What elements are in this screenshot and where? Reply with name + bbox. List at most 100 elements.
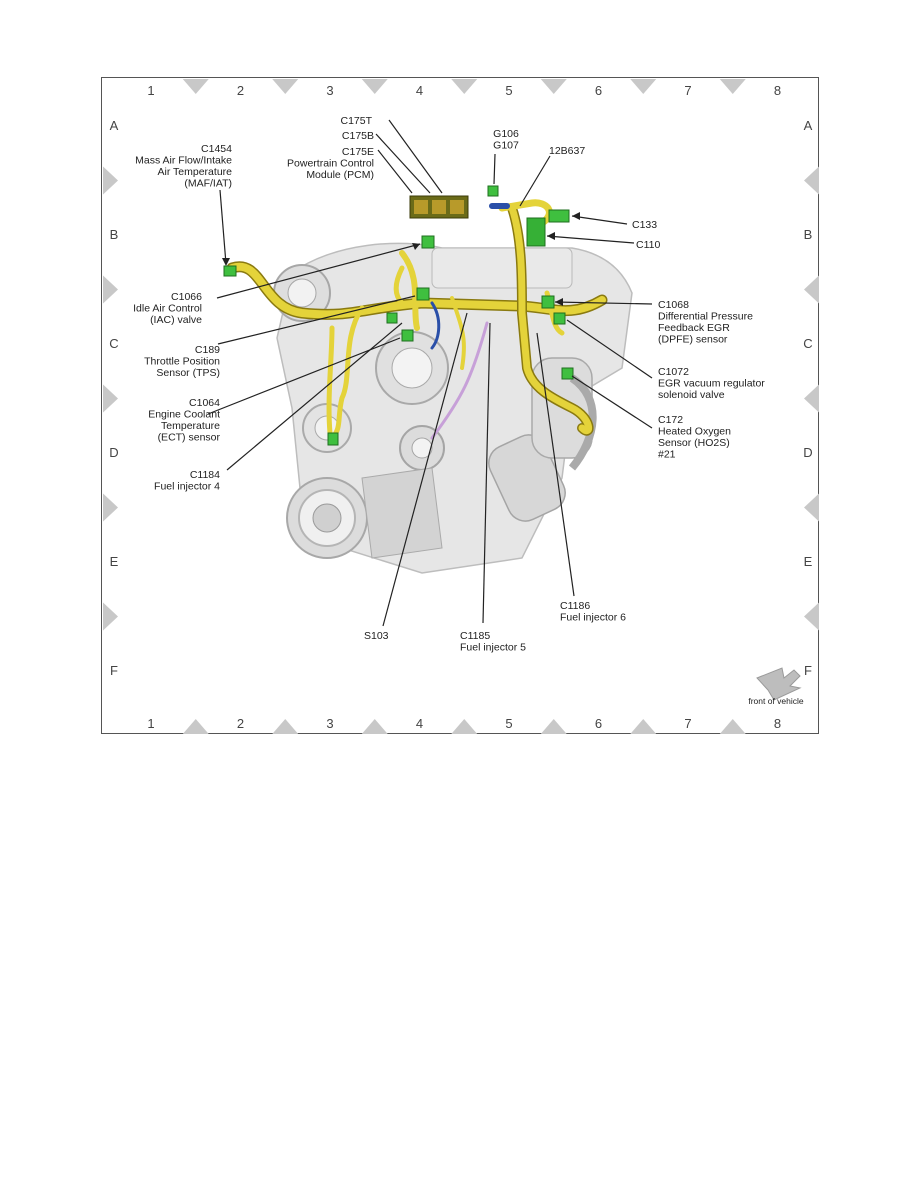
grid-tick bbox=[103, 384, 118, 413]
grid-tick bbox=[451, 719, 478, 734]
label-c175t: C175T bbox=[340, 115, 372, 127]
label-line: Heated Oxygen bbox=[658, 426, 731, 438]
row-label: E bbox=[110, 554, 119, 569]
leader-arrowheads bbox=[222, 212, 580, 306]
grid-tick bbox=[272, 79, 299, 94]
connector-c189 bbox=[416, 287, 430, 301]
label-c175b: C175B bbox=[342, 130, 374, 142]
row-label: C bbox=[803, 336, 812, 351]
label-line: C1454 bbox=[201, 143, 232, 155]
grid-tick bbox=[540, 79, 567, 94]
label-line: Temperature bbox=[161, 420, 220, 432]
connector-c1066 bbox=[421, 235, 435, 249]
grid-ticks bbox=[103, 79, 819, 734]
grid-tick bbox=[719, 719, 746, 734]
grid-tick bbox=[804, 384, 819, 413]
label-line: C1068 bbox=[658, 299, 689, 311]
grid-tick bbox=[103, 493, 118, 522]
column-label: 5 bbox=[505, 83, 512, 98]
wiring-harness bbox=[226, 199, 608, 441]
row-labels-right: A B C D E F bbox=[803, 118, 812, 678]
row-label: B bbox=[804, 227, 813, 242]
connector-c110 bbox=[526, 217, 546, 247]
row-label: E bbox=[804, 554, 813, 569]
connector-c1454 bbox=[223, 265, 237, 277]
column-label: 2 bbox=[237, 83, 244, 98]
label-line: C1184 bbox=[190, 469, 220, 481]
grid-tick bbox=[630, 719, 657, 734]
label-12b637: 12B637 bbox=[549, 145, 585, 157]
label-line: C175E bbox=[342, 146, 374, 158]
connector-c1072 bbox=[553, 312, 566, 325]
label-line: Air Temperature bbox=[157, 166, 232, 178]
pcm-module bbox=[409, 195, 469, 219]
label-line: Fuel injector 4 bbox=[154, 481, 220, 493]
grid-tick bbox=[103, 166, 118, 195]
grid-tick bbox=[272, 719, 299, 734]
label-line: Differential Pressure bbox=[658, 311, 753, 323]
row-label: A bbox=[110, 118, 119, 133]
connector-c1064 bbox=[401, 329, 414, 342]
label-line: (MAF/IAT) bbox=[184, 178, 232, 190]
label-line: C175B bbox=[342, 130, 374, 142]
leader-lines bbox=[207, 119, 653, 627]
grid-tick bbox=[182, 79, 209, 94]
row-label: F bbox=[110, 663, 118, 678]
grid-tick bbox=[719, 79, 746, 94]
label-line: solenoid valve bbox=[658, 389, 725, 401]
column-label: 8 bbox=[774, 83, 781, 98]
label-line: #21 bbox=[658, 449, 676, 461]
label-line: C1066 bbox=[171, 291, 202, 303]
label-line: C1064 bbox=[189, 397, 220, 409]
label-line: Fuel injector 6 bbox=[560, 612, 626, 624]
label-line: S103 bbox=[364, 630, 389, 642]
row-label: C bbox=[109, 336, 118, 351]
grid-tick bbox=[361, 719, 388, 734]
label-line: Sensor (HO2S) bbox=[658, 437, 730, 449]
label-line: G107 bbox=[493, 140, 519, 152]
row-label: F bbox=[804, 663, 812, 678]
column-label: 1 bbox=[147, 83, 154, 98]
column-label: 7 bbox=[684, 83, 691, 98]
row-label: D bbox=[803, 445, 812, 460]
grid-tick bbox=[630, 79, 657, 94]
label-line: Powertrain Control bbox=[287, 158, 374, 170]
column-label: 2 bbox=[237, 716, 244, 731]
column-label: 1 bbox=[147, 716, 154, 731]
grid-tick bbox=[804, 166, 819, 195]
front-arrow-icon bbox=[756, 667, 802, 701]
connector-c133 bbox=[548, 209, 570, 223]
label-line: 12B637 bbox=[549, 145, 585, 157]
grid-tick bbox=[451, 79, 478, 94]
label-line: Idle Air Control bbox=[133, 303, 202, 315]
label-line: C189 bbox=[195, 344, 220, 356]
row-label: A bbox=[804, 118, 813, 133]
label-c133: C133 bbox=[632, 219, 657, 231]
grid-tick bbox=[103, 275, 118, 304]
connector-c1068 bbox=[541, 295, 555, 309]
column-label: 6 bbox=[595, 716, 602, 731]
label-line: C133 bbox=[632, 219, 657, 231]
orientation-indicator: front of vehicle bbox=[748, 667, 804, 706]
grid-tick bbox=[804, 493, 819, 522]
connector-g106 bbox=[487, 185, 499, 197]
column-label: 8 bbox=[774, 716, 781, 731]
row-label: D bbox=[109, 445, 118, 460]
label-line: G106 bbox=[493, 128, 519, 140]
label-line: EGR vacuum regulator bbox=[658, 378, 765, 390]
column-label: 3 bbox=[326, 716, 333, 731]
front-of-vehicle-label: front of vehicle bbox=[748, 696, 804, 706]
